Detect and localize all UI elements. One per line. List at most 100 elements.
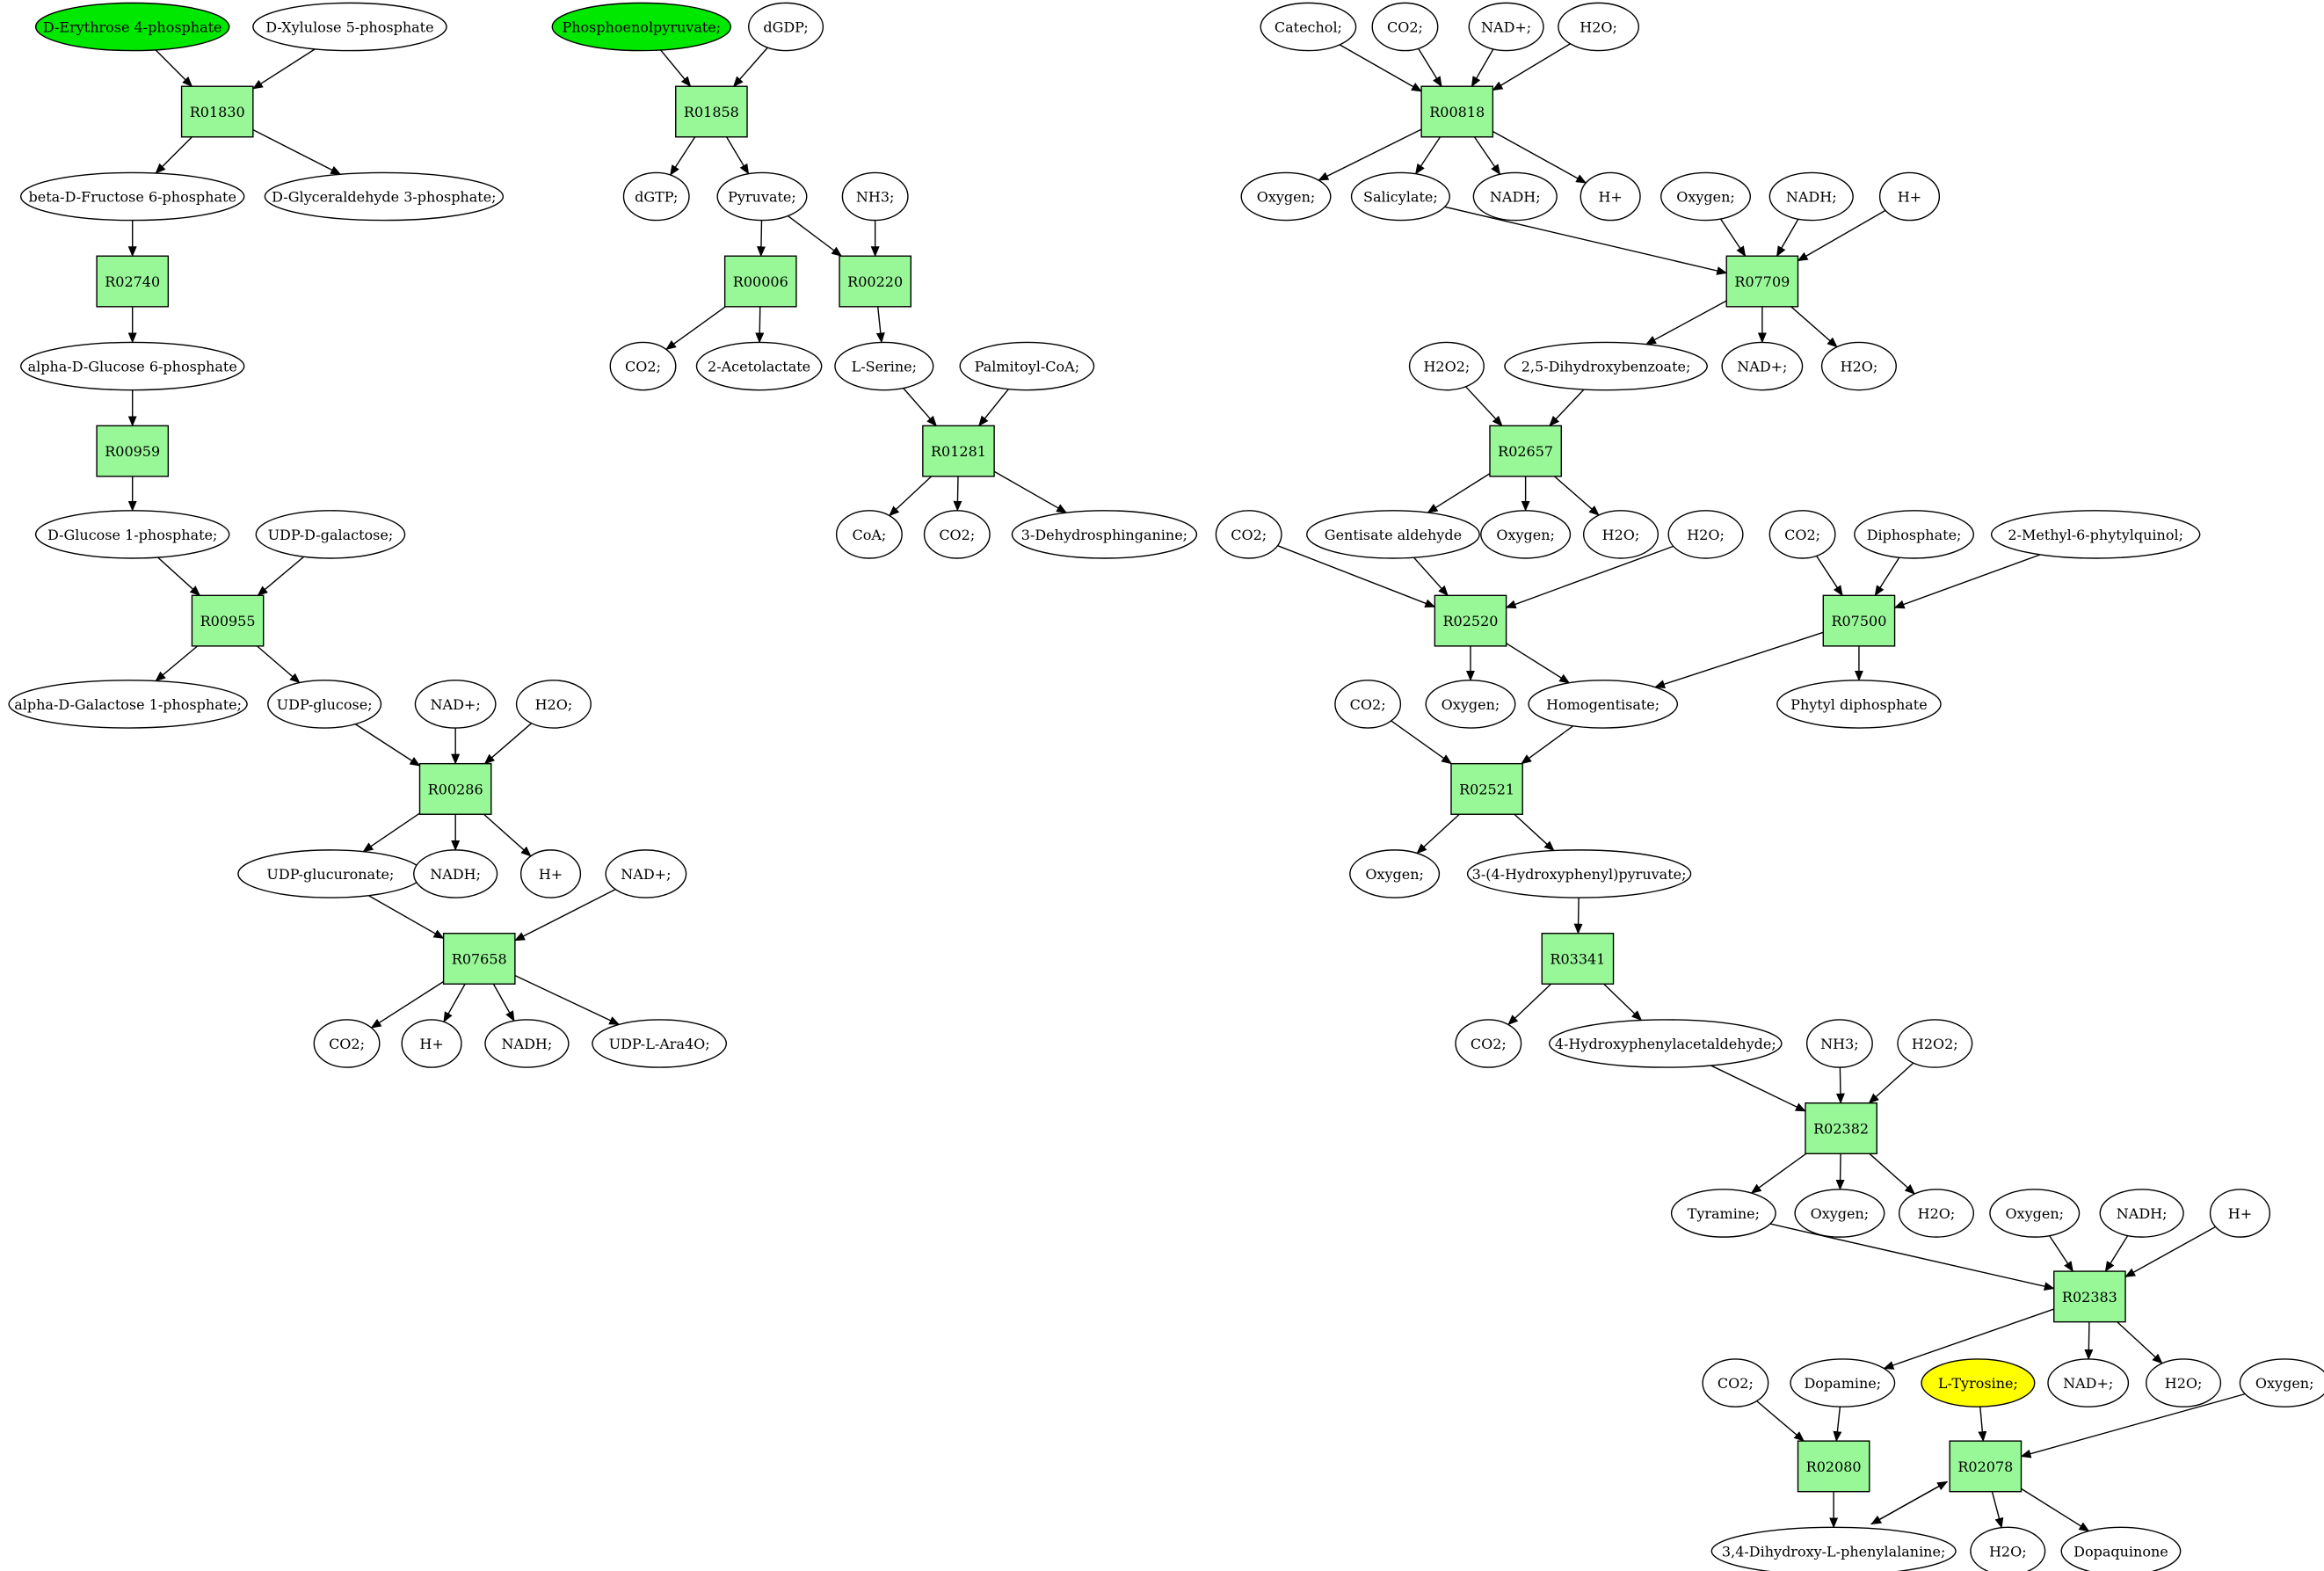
metabolite-node[interactable]: CO2;	[1334, 680, 1402, 729]
metabolite-node[interactable]: UDP-L-Ara4O;	[592, 1019, 728, 1068]
metabolite-node[interactable]: CO2;	[313, 1019, 381, 1068]
metabolite-node[interactable]: Phytyl diphosphate	[1776, 680, 1942, 729]
reaction-node-r07709[interactable]: R07709	[1725, 255, 1799, 308]
reaction-node-r00006[interactable]: R00006	[723, 255, 797, 308]
metabolite-node[interactable]: Pyruvate;	[716, 171, 808, 222]
metabolite-node[interactable]: Oxygen;	[1480, 510, 1572, 559]
metabolite-node[interactable]: NAD+;	[605, 849, 687, 898]
metabolite-node[interactable]: D-Xylulose 5-phosphate	[252, 2, 447, 52]
reaction-node-r02080[interactable]: R02080	[1797, 1440, 1870, 1493]
reaction-node-r02383[interactable]: R02383	[2053, 1270, 2126, 1323]
metabolite-node[interactable]: NADH;	[2099, 1189, 2184, 1238]
metabolite-node[interactable]: 3-Dehydrosphinganine;	[1011, 510, 1198, 559]
metabolite-node[interactable]: D-Glucose 1-phosphate;	[34, 510, 230, 559]
metabolite-node[interactable]: H2O;	[2146, 1358, 2222, 1407]
metabolite-node[interactable]: H2O;	[515, 680, 592, 729]
metabolite-node[interactable]: UDP-glucuronate;	[237, 849, 424, 898]
metabolite-node[interactable]: L-Tyrosine;	[1921, 1358, 2036, 1407]
reaction-node-r00959[interactable]: R00959	[96, 425, 170, 477]
metabolite-node[interactable]: Tyramine;	[1670, 1189, 1776, 1238]
metabolite-node[interactable]: Oxygen;	[1425, 680, 1516, 729]
metabolite-node[interactable]: NADH;	[1768, 171, 1854, 222]
metabolite-node[interactable]: Oxygen;	[1660, 171, 1752, 222]
metabolite-node[interactable]: L-Serine;	[834, 341, 934, 391]
metabolite-node[interactable]: CO2;	[1215, 510, 1282, 559]
metabolite-node[interactable]: NADH;	[413, 849, 498, 898]
metabolite-node[interactable]: H2O;	[1558, 2, 1640, 52]
metabolite-node[interactable]: D-Glyceraldehyde 3-phosphate;	[264, 171, 505, 222]
reaction-node-r02382[interactable]: R02382	[1805, 1102, 1877, 1155]
reaction-node-r02657[interactable]: R02657	[1489, 425, 1562, 477]
metabolite-node[interactable]: Palmitoyl-CoA;	[959, 341, 1095, 391]
metabolite-node[interactable]: NADH;	[1472, 171, 1558, 222]
metabolite-node[interactable]: beta-D-Fructose 6-phosphate	[20, 171, 245, 222]
metabolite-node[interactable]: CO2;	[1371, 2, 1439, 52]
metabolite-node[interactable]: NADH;	[484, 1019, 570, 1068]
metabolite-node[interactable]: Gentisate aldehyde	[1306, 510, 1480, 559]
reaction-node-r01858[interactable]: R01858	[675, 85, 748, 138]
metabolite-node[interactable]: Catechol;	[1260, 2, 1357, 52]
reaction-node-r01281[interactable]: R01281	[922, 425, 995, 477]
metabolite-node[interactable]: H2O2;	[1897, 1019, 1973, 1068]
metabolite-node[interactable]: H+	[1580, 171, 1641, 222]
metabolite-node[interactable]: H+	[401, 1019, 462, 1068]
reaction-node-r02520[interactable]: R02520	[1434, 594, 1507, 647]
reaction-node-r00818[interactable]: R00818	[1420, 85, 1494, 138]
metabolite-node[interactable]: Dopamine;	[1790, 1358, 1896, 1407]
metabolite-node[interactable]: 2,5-Dihydroxybenzoate;	[1504, 341, 1708, 391]
metabolite-node[interactable]: CO2;	[1768, 510, 1836, 559]
metabolite-node[interactable]: 4-Hydroxyphenylacetaldehyde;	[1549, 1019, 1783, 1068]
metabolite-node[interactable]: NH3;	[841, 171, 909, 222]
metabolite-node[interactable]: H2O;	[1970, 1526, 2046, 1571]
metabolite-node[interactable]: CO2;	[1455, 1019, 1522, 1068]
metabolite-node[interactable]: H2O;	[1820, 341, 1897, 391]
metabolite-node[interactable]: NH3;	[1805, 1019, 1873, 1068]
metabolite-node[interactable]: H+	[2209, 1189, 2270, 1238]
metabolite-node[interactable]: Oxygen;	[1240, 171, 1332, 222]
metabolite-node[interactable]: CO2;	[923, 510, 991, 559]
metabolite-node[interactable]: H2O;	[1898, 1189, 1975, 1238]
metabolite-node[interactable]: Phosphoenolpyruvate;	[551, 2, 732, 52]
metabolite-node[interactable]: UDP-D-galactose;	[255, 510, 406, 559]
reaction-node-r03341[interactable]: R03341	[1541, 932, 1615, 985]
reaction-node-r07500[interactable]: R07500	[1822, 594, 1896, 647]
metabolite-node[interactable]: NAD+;	[1468, 2, 1544, 52]
metabolite-node[interactable]: dGTP;	[622, 171, 690, 222]
metabolite-node[interactable]: CO2;	[1702, 1358, 1769, 1407]
metabolite-node[interactable]: H+	[519, 849, 582, 898]
metabolite-node[interactable]: UDP-glucose;	[267, 680, 382, 729]
metabolite-node[interactable]: alpha-D-Galactose 1-phosphate;	[8, 680, 248, 729]
metabolite-node[interactable]: NAD+;	[2047, 1358, 2130, 1407]
metabolite-node[interactable]: Homogentisate;	[1528, 680, 1679, 729]
metabolite-node[interactable]: Dopaquinone	[2060, 1526, 2182, 1571]
metabolite-node[interactable]: Oxygen;	[1794, 1189, 1885, 1238]
metabolite-node[interactable]: 2-Acetolactate	[695, 341, 823, 391]
metabolite-node[interactable]: NAD+;	[414, 680, 497, 729]
metabolite-node[interactable]: H2O;	[1667, 510, 1744, 559]
reaction-node-r00286[interactable]: R00286	[418, 762, 492, 815]
metabolite-node[interactable]: CoA;	[835, 510, 903, 559]
metabolite-node[interactable]: NAD+;	[1721, 341, 1804, 391]
metabolite-node[interactable]: H+	[1878, 171, 1941, 222]
metabolite-node[interactable]: Oxygen;	[1989, 1189, 2081, 1238]
reaction-node-r01830[interactable]: R01830	[180, 85, 254, 138]
metabolite-node[interactable]: H2O2;	[1408, 341, 1485, 391]
reaction-node-r02078[interactable]: R02078	[1949, 1440, 2023, 1493]
metabolite-node[interactable]: Salicylate;	[1350, 171, 1450, 222]
metabolite-node[interactable]: dGDP;	[748, 2, 824, 52]
reaction-node-r02521[interactable]: R02521	[1450, 762, 1523, 815]
metabolite-node[interactable]: CO2;	[609, 341, 677, 391]
metabolite-node[interactable]: 2-Methyl-6-phytylquinol;	[1990, 510, 2201, 559]
reaction-node-r07658[interactable]: R07658	[442, 932, 516, 985]
metabolite-node[interactable]: Oxygen;	[2239, 1358, 2324, 1407]
metabolite-node[interactable]: Oxygen;	[1349, 849, 1441, 898]
metabolite-node[interactable]: 3,4-Dihydroxy-L-phenylalanine;	[1710, 1526, 1957, 1571]
reaction-node-r02740[interactable]: R02740	[96, 255, 170, 308]
reaction-node-r00955[interactable]: R00955	[191, 594, 265, 647]
metabolite-node[interactable]: alpha-D-Glucose 6-phosphate	[20, 341, 245, 391]
metabolite-node[interactable]: D-Erythrose 4-phosphate	[34, 2, 230, 52]
metabolite-node[interactable]: H2O;	[1582, 510, 1659, 559]
reaction-node-r00220[interactable]: R00220	[839, 255, 911, 308]
metabolite-node[interactable]: 3-(4-Hydroxyphenyl)pyruvate;	[1466, 849, 1692, 898]
metabolite-node[interactable]: Diphosphate;	[1854, 510, 1975, 559]
